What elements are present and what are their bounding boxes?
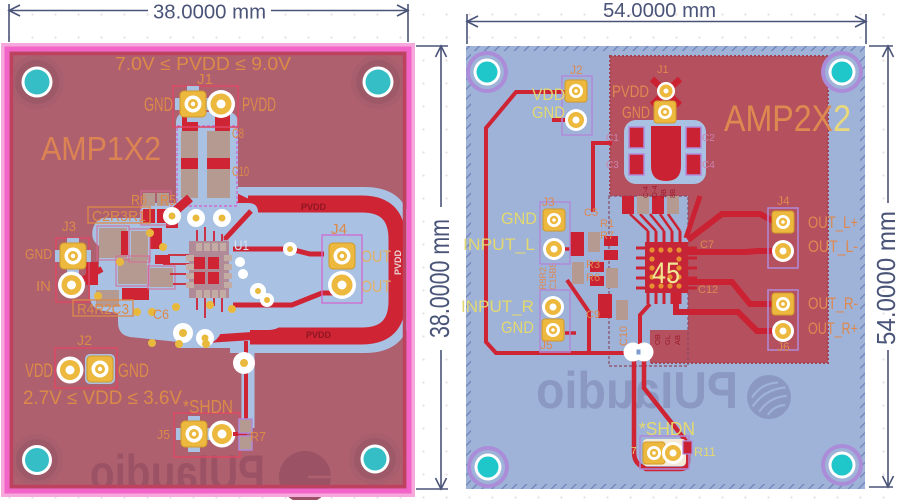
- svg-text:J2: J2: [77, 332, 92, 348]
- svg-text:C10: C10: [232, 163, 249, 179]
- svg-text:J1: J1: [657, 64, 669, 76]
- svg-text:R6: R6: [586, 272, 600, 284]
- svg-text:C9: C9: [586, 309, 600, 321]
- svg-text:VDD: VDD: [25, 361, 53, 382]
- svg-text:54.0000 mm: 54.0000 mm: [603, 0, 716, 22]
- svg-text:C-4: C-4: [641, 186, 650, 198]
- svg-text:7: 7: [631, 446, 637, 457]
- svg-text:J5: J5: [540, 338, 553, 352]
- svg-text:VDD: VDD: [532, 85, 565, 104]
- svg-text:IN: IN: [36, 278, 51, 295]
- svg-text:C10: C10: [618, 326, 630, 346]
- svg-text:C8: C8: [232, 125, 244, 141]
- svg-text:J5: J5: [157, 427, 170, 442]
- svg-text:OUT: OUT: [361, 247, 391, 266]
- svg-text:O-4: O-4: [650, 185, 659, 198]
- svg-text:OB: OB: [653, 334, 662, 345]
- svg-text:PVDD: PVDD: [612, 82, 649, 101]
- svg-text:C4: C4: [702, 160, 715, 171]
- svg-text:GND: GND: [501, 318, 534, 337]
- svg-text:AMP2X2: AMP2X2: [724, 98, 851, 139]
- svg-text:R6: R6: [131, 193, 147, 209]
- svg-text:J4: J4: [777, 194, 790, 208]
- svg-text:*SHDN: *SHDN: [639, 419, 695, 439]
- svg-text:C2R3R1: C2R3R1: [92, 209, 146, 225]
- svg-text:7.0V ≤ PVDD ≤ 9.0V: 7.0V ≤ PVDD ≤ 9.0V: [115, 54, 291, 74]
- svg-text:8B: 8B: [668, 189, 677, 198]
- svg-text:INPUT_L: INPUT_L: [463, 235, 535, 254]
- svg-text:J1: J1: [197, 71, 213, 88]
- svg-text:OUT_R-: OUT_R-: [808, 294, 858, 313]
- svg-text:J3: J3: [62, 218, 76, 234]
- svg-text:GND: GND: [501, 209, 537, 228]
- svg-text:J3: J3: [542, 195, 555, 209]
- svg-text:OUT: OUT: [361, 277, 391, 296]
- svg-text:PVDD: PVDD: [393, 249, 403, 275]
- svg-text:R5: R5: [160, 193, 176, 209]
- svg-text:C1: C1: [606, 133, 619, 144]
- svg-text:C2: C2: [702, 133, 715, 144]
- svg-text:U1: U1: [234, 237, 249, 253]
- svg-text:OUT_R+: OUT_R+: [808, 319, 858, 338]
- svg-text:R3: R3: [586, 259, 600, 271]
- svg-text:PUIaudio: PUIaudio: [536, 362, 738, 420]
- svg-text:*SHDN: *SHDN: [183, 397, 233, 417]
- svg-text:2.7V ≤ VDD ≤ 3.6V: 2.7V ≤ VDD ≤ 3.6V: [23, 388, 182, 409]
- svg-text:GND: GND: [118, 361, 149, 382]
- svg-text:GND: GND: [25, 246, 52, 263]
- svg-text:C12: C12: [698, 284, 718, 296]
- svg-text:38.0000 mm: 38.0000 mm: [424, 219, 455, 338]
- svg-text:C6: C6: [153, 306, 169, 322]
- svg-text:OUT_L-: OUT_L-: [808, 237, 858, 256]
- svg-text:PVDD: PVDD: [306, 330, 332, 340]
- svg-text:R11: R11: [694, 445, 716, 459]
- svg-text:GL: GL: [663, 335, 672, 345]
- svg-text:C7: C7: [700, 239, 714, 251]
- svg-text:AB: AB: [673, 335, 682, 345]
- svg-text:C5: C5: [584, 207, 598, 219]
- svg-text:R4R2C3: R4R2C3: [77, 302, 129, 318]
- svg-text:C15B5: C15B5: [548, 262, 558, 290]
- svg-text:R7: R7: [600, 230, 614, 242]
- svg-text:54.0000 mm: 54.0000 mm: [871, 211, 900, 345]
- svg-text:38.0000 mm: 38.0000 mm: [153, 2, 266, 24]
- svg-text:GND: GND: [144, 95, 173, 116]
- svg-text:R8R2: R8R2: [538, 267, 548, 290]
- svg-text:PVDD: PVDD: [301, 202, 327, 212]
- svg-text:PVDD: PVDD: [242, 95, 276, 116]
- svg-text:C3: C3: [606, 160, 619, 171]
- svg-text:J6: J6: [777, 340, 790, 354]
- svg-text:GND: GND: [622, 103, 650, 122]
- svg-text:INPUT_R: INPUT_R: [461, 297, 534, 316]
- svg-text:9B: 9B: [659, 189, 668, 198]
- svg-text:J2: J2: [570, 63, 583, 77]
- svg-text:R1: R1: [600, 218, 614, 230]
- svg-text:OUT_L+: OUT_L+: [808, 213, 858, 232]
- svg-text:AMP1X2: AMP1X2: [41, 130, 161, 167]
- svg-text:R7: R7: [250, 429, 266, 444]
- svg-text:GND: GND: [532, 103, 565, 122]
- svg-text:J4: J4: [331, 221, 347, 238]
- svg-text:45: 45: [652, 257, 680, 290]
